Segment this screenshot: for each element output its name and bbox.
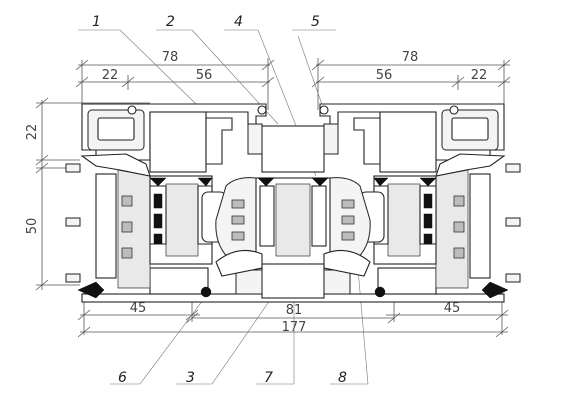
side-glazing [65, 163, 521, 289]
callout-label-6: 6 [118, 370, 127, 386]
left-sash [149, 175, 227, 265]
callout-label-2: 2 [166, 14, 175, 30]
center-mullion [215, 177, 371, 277]
callout-label-5: 5 [311, 14, 320, 30]
dim-top-left-b: 56 [196, 68, 213, 83]
dim-left-upper: 22 [25, 124, 40, 141]
dim-top-right-b: 22 [471, 68, 488, 83]
dim-bottom-left: 45 [130, 301, 147, 316]
callout-label-3: 3 [186, 370, 195, 386]
callout-label-8: 8 [338, 370, 347, 386]
dimension-lines [35, 58, 511, 338]
dim-bottom-right: 45 [444, 301, 461, 316]
callout-label-1: 1 [92, 14, 101, 30]
callout-label-7: 7 [264, 370, 273, 386]
dim-left-lower: 50 [25, 218, 40, 235]
dim-top-right-a: 56 [376, 68, 393, 83]
right-sash [359, 175, 437, 265]
callout-label-4: 4 [234, 14, 243, 30]
dim-top-left-a: 22 [102, 68, 119, 83]
dim-top-left-total: 78 [162, 50, 179, 65]
dim-top-right-total: 78 [402, 50, 419, 65]
